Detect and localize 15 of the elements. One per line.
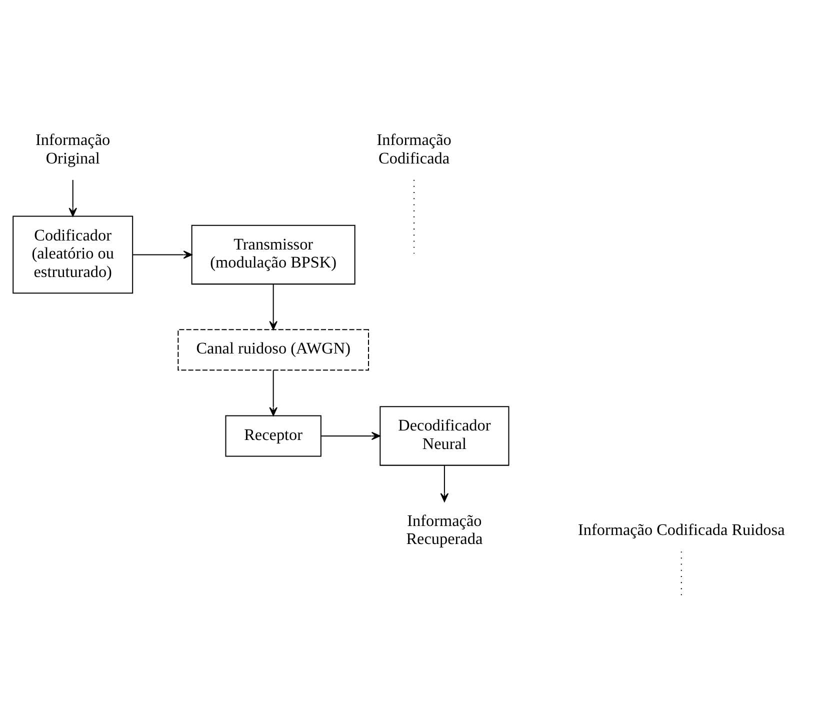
arrow: [268, 370, 277, 416]
node-box: Codificador (aleatório ou estruturado): [12, 215, 133, 294]
node-text: Informação Codificada: [376, 130, 451, 167]
arrow: [268, 284, 277, 330]
arrow: [320, 431, 380, 440]
arrow: [68, 179, 76, 216]
node-text: Informação Codificada Ruidosa: [577, 520, 784, 538]
node-box: Canal ruidoso (AWGN): [177, 328, 369, 370]
node-text: Informação Recuperada: [406, 511, 482, 548]
node-text: Informação Original: [35, 130, 110, 167]
arrow: [132, 250, 192, 258]
arrow: [440, 464, 448, 502]
node-box: Transmissor (modulação BPSK): [190, 224, 355, 284]
node-box: Decodificador Neural: [379, 406, 509, 466]
node-box: Receptor: [224, 414, 321, 456]
